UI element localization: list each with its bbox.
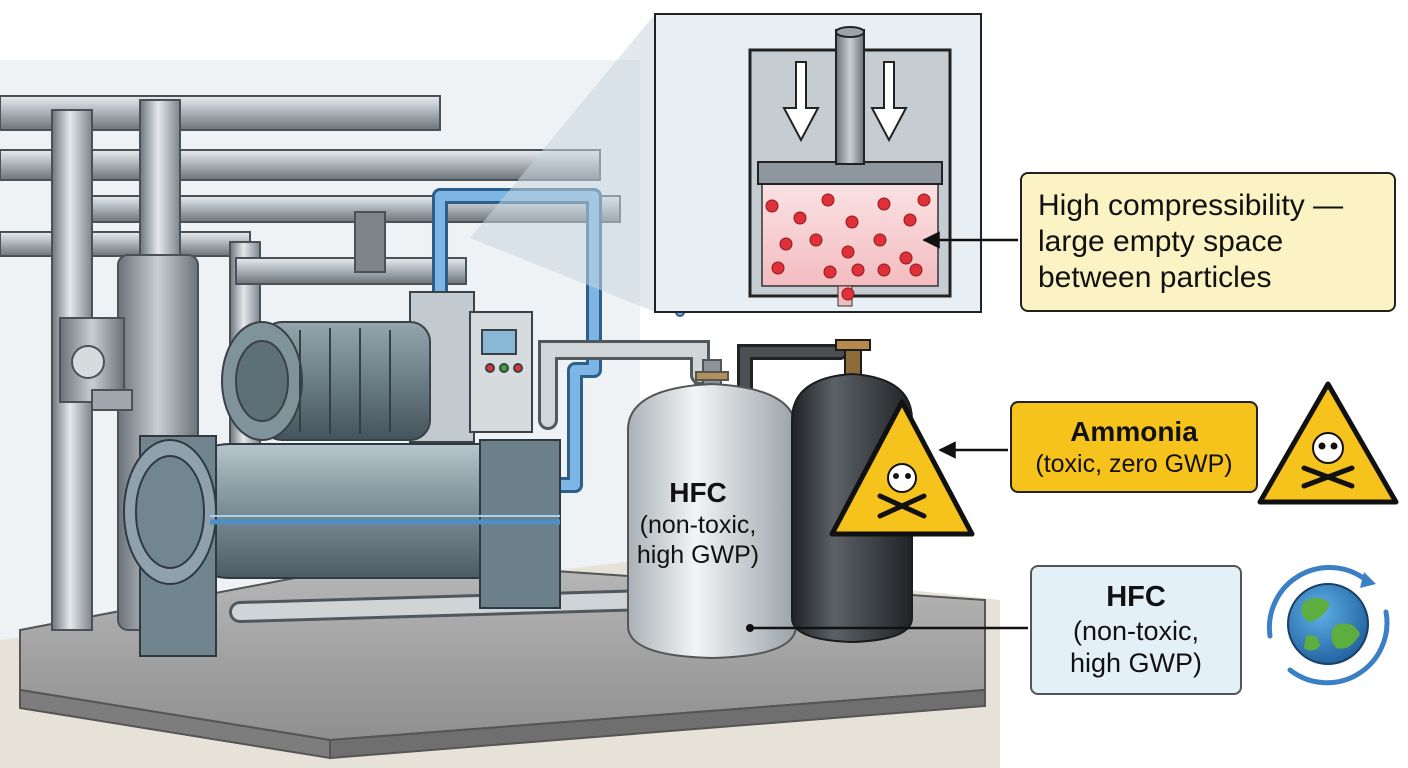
- hfc-callout-line2: high GWP): [1069, 648, 1203, 679]
- hfc-tank-label: HFC (non-toxic, high GWP): [628, 476, 768, 570]
- compressibility-line3: between particles: [1038, 261, 1272, 294]
- gas-particle: [899, 251, 913, 265]
- gas-particle: [877, 263, 891, 277]
- gas-particle: [841, 245, 855, 259]
- gas-particle: [779, 237, 793, 251]
- gas-particle: [877, 197, 891, 211]
- gas-particle: [821, 193, 835, 207]
- hfc-tank-detail-line2: high GWP): [636, 540, 760, 569]
- gas-particle: [809, 233, 823, 247]
- gas-particle: [851, 263, 865, 277]
- gas-particle: [845, 215, 859, 229]
- hfc-callout-line1: (non-toxic,: [1072, 616, 1200, 646]
- zoom-rays: [470, 14, 655, 312]
- gas-particle: [771, 261, 785, 275]
- compressibility-line2: large empty space: [1038, 225, 1284, 258]
- toxic-warning-sign-on-cylinder: [829, 399, 975, 537]
- compressor-unit: [221, 291, 533, 443]
- compressibility-callout: High compressibility — large empty space…: [1020, 172, 1396, 312]
- hfc-callout-name: HFC: [1106, 581, 1166, 614]
- gas-particle: [841, 287, 855, 301]
- hfc-tank-name: HFC: [669, 477, 727, 508]
- compressibility-line1: High compressibility —: [1038, 189, 1344, 222]
- gas-particles: [765, 193, 931, 301]
- gas-particle: [873, 233, 887, 247]
- hfc-callout: HFC (non-toxic, high GWP): [1030, 565, 1242, 695]
- hfc-tank-detail-line1: (non-toxic,: [639, 510, 757, 539]
- gas-particle: [823, 265, 837, 279]
- globe-warming-icon: [1266, 565, 1390, 686]
- piston-compression-icon: [654, 13, 982, 313]
- ammonia-name: Ammonia: [1070, 416, 1198, 448]
- toxic-skull-warning-icon: [1257, 381, 1399, 505]
- ammonia-detail: (toxic, zero GWP): [1035, 449, 1233, 478]
- heat-exchanger: [123, 435, 561, 657]
- ammonia-callout: Ammonia (toxic, zero GWP): [1010, 401, 1258, 493]
- gas-particle: [903, 213, 917, 227]
- leader-lines: [746, 231, 1028, 632]
- gas-particle: [917, 193, 931, 207]
- gas-particle: [765, 199, 779, 213]
- gas-particle: [909, 263, 923, 277]
- gas-particle: [793, 211, 807, 225]
